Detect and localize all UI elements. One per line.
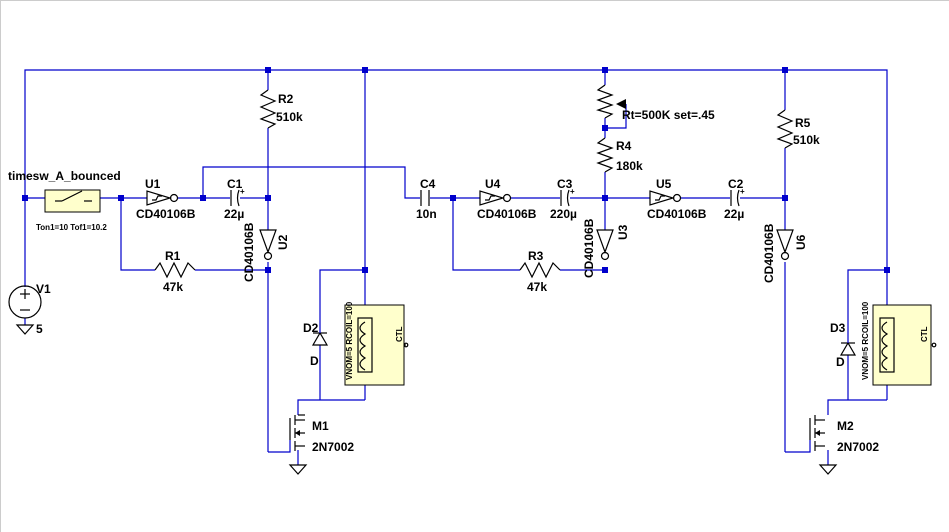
- rt-value: Rt=500K set=.45: [622, 108, 715, 122]
- c1-label: C1: [227, 177, 243, 191]
- svg-text:+: +: [570, 187, 575, 196]
- capacitor-c3[interactable]: +: [560, 187, 575, 207]
- c4-label: C4: [420, 177, 436, 191]
- c2-label: C2: [728, 177, 744, 191]
- r3-label: R3: [528, 249, 544, 263]
- resistor-r1[interactable]: [154, 261, 196, 279]
- diode-d3[interactable]: [839, 335, 857, 356]
- d3-value: D: [836, 355, 845, 369]
- relay1-pin: CTL: [395, 326, 404, 342]
- r5-value: 510k: [793, 133, 820, 147]
- capacitor-c4[interactable]: [420, 190, 430, 206]
- potentiometer-rt[interactable]: [596, 84, 626, 119]
- r2-label: R2: [278, 92, 294, 106]
- diode-d2[interactable]: [311, 325, 329, 346]
- resistor-r4[interactable]: [596, 137, 614, 173]
- ground-icon: [288, 464, 308, 475]
- mosfet-m2[interactable]: [809, 415, 825, 451]
- mosfet-m1[interactable]: [289, 414, 305, 451]
- r5-label: R5: [795, 116, 811, 130]
- r1-value: 47k: [163, 280, 183, 294]
- ground-icon: [15, 324, 35, 335]
- v1-value: 5: [36, 322, 43, 336]
- svg-text:+: +: [740, 187, 745, 196]
- m2-part: 2N7002: [837, 440, 879, 454]
- relay2-pin: CTL: [920, 326, 929, 342]
- switch-params: Ton1=10 Tof1=10.2: [36, 223, 107, 232]
- u6-part: CD40106B: [762, 223, 776, 283]
- labels: V1 5 timesw_A_bounced Ton1=10 Tof1=10.2 …: [8, 92, 929, 454]
- c4-value: 10n: [416, 207, 437, 221]
- capacitor-c1[interactable]: +: [230, 187, 245, 207]
- svg-text:+: +: [240, 187, 245, 196]
- relay-coil-1[interactable]: [344, 304, 409, 386]
- resistor-r5[interactable]: [776, 109, 794, 149]
- m2-label: M2: [837, 419, 854, 433]
- wires: [24, 69, 888, 465]
- c3-label: C3: [557, 177, 573, 191]
- inverter-u5[interactable]: [649, 190, 682, 206]
- junctions: [22, 67, 890, 273]
- relay-coil-2[interactable]: [872, 304, 937, 386]
- voltage-source-v1[interactable]: [8, 285, 42, 319]
- relay1-params: VNOM=5 RCOIL=100: [345, 301, 354, 380]
- inverter-u1[interactable]: [146, 190, 179, 206]
- capacitor-c2[interactable]: +: [730, 187, 745, 207]
- resistor-r3[interactable]: [519, 261, 561, 279]
- u4-part: CD40106B: [477, 207, 537, 221]
- m1-part: 2N7002: [312, 440, 354, 454]
- v1-label: V1: [36, 282, 51, 296]
- inverter-u4[interactable]: [479, 190, 512, 206]
- c2-value: 22µ: [724, 207, 744, 221]
- d2-value: D: [310, 354, 319, 368]
- r4-label: R4: [616, 139, 632, 153]
- u5-label: U5: [656, 177, 672, 191]
- switch-label: timesw_A_bounced: [8, 169, 121, 183]
- r4-value: 180k: [616, 159, 643, 173]
- u4-label: U4: [485, 177, 501, 191]
- m1-label: M1: [312, 419, 329, 433]
- u3-part: CD40106B: [582, 218, 596, 278]
- d2-label: D2: [303, 321, 319, 335]
- switch-timesw[interactable]: [44, 189, 101, 213]
- u1-label: U1: [145, 177, 161, 191]
- u6-label: U6: [794, 234, 808, 250]
- inverter-u6[interactable]: [776, 229, 794, 261]
- u2-label: U2: [276, 234, 290, 250]
- c3-value: 220µ: [550, 207, 577, 221]
- r1-label: R1: [165, 249, 181, 263]
- c1-value: 22µ: [224, 207, 244, 221]
- u1-part: CD40106B: [136, 207, 196, 221]
- d3-label: D3: [830, 321, 846, 335]
- ground-icon: [818, 464, 838, 475]
- u5-part: CD40106B: [647, 207, 707, 221]
- resistor-r2[interactable]: [259, 89, 277, 129]
- relay2-params: VNOM=5 RCOIL=100: [861, 301, 870, 380]
- r2-value: 510k: [276, 110, 303, 124]
- u2-part: CD40106B: [242, 222, 256, 282]
- inverter-u3[interactable]: [596, 229, 614, 261]
- r3-value: 47k: [527, 280, 547, 294]
- inverter-u2[interactable]: [259, 229, 277, 261]
- u3-label: U3: [616, 224, 630, 240]
